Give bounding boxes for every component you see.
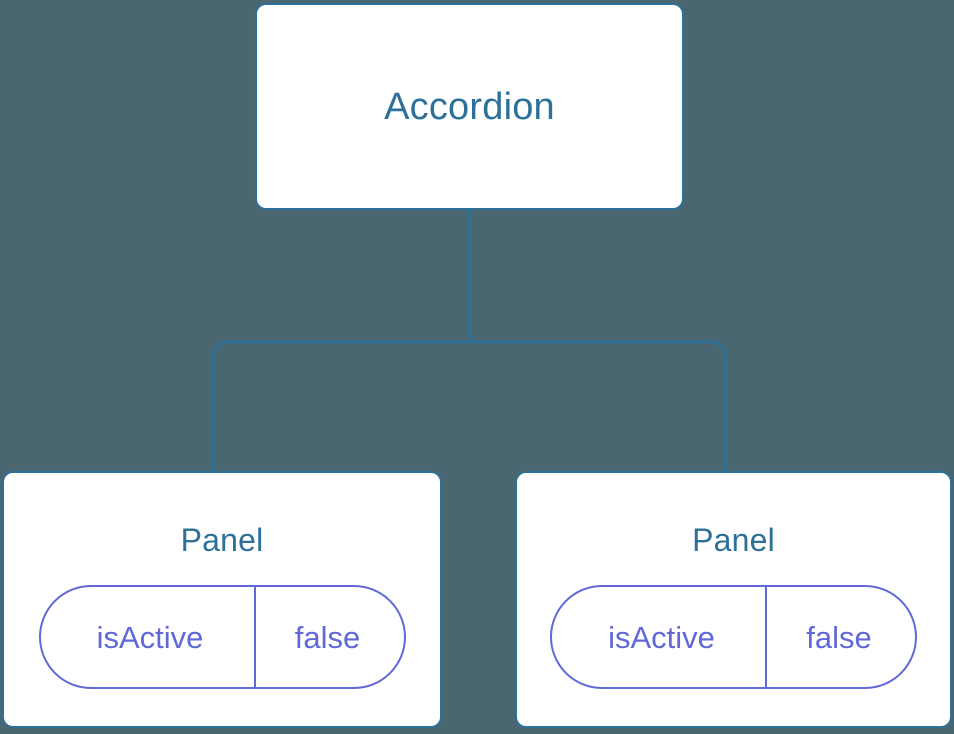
prop-key-panel-2-isactive: isActive [552,587,767,687]
connector-branch-left [211,340,470,473]
prop-value-panel-2-isactive: false [806,619,872,655]
node-accordion-title: Accordion [384,85,555,128]
node-accordion[interactable]: Accordion [255,3,684,210]
node-panel-1-title: Panel [180,522,264,558]
node-panel-1[interactable]: Panel isActive false [2,471,442,728]
prop-pill-panel-2-isactive[interactable]: isActive false [550,585,917,689]
prop-key-panel-1-isactive: isActive [41,587,256,687]
connector-branch-right [470,340,728,473]
prop-pill-panel-1-isactive[interactable]: isActive false [38,585,406,689]
prop-value-panel-1-isactive: false [294,619,361,655]
node-panel-2[interactable]: Panel isActive false [515,471,952,728]
node-panel-2-title: Panel [692,522,775,558]
